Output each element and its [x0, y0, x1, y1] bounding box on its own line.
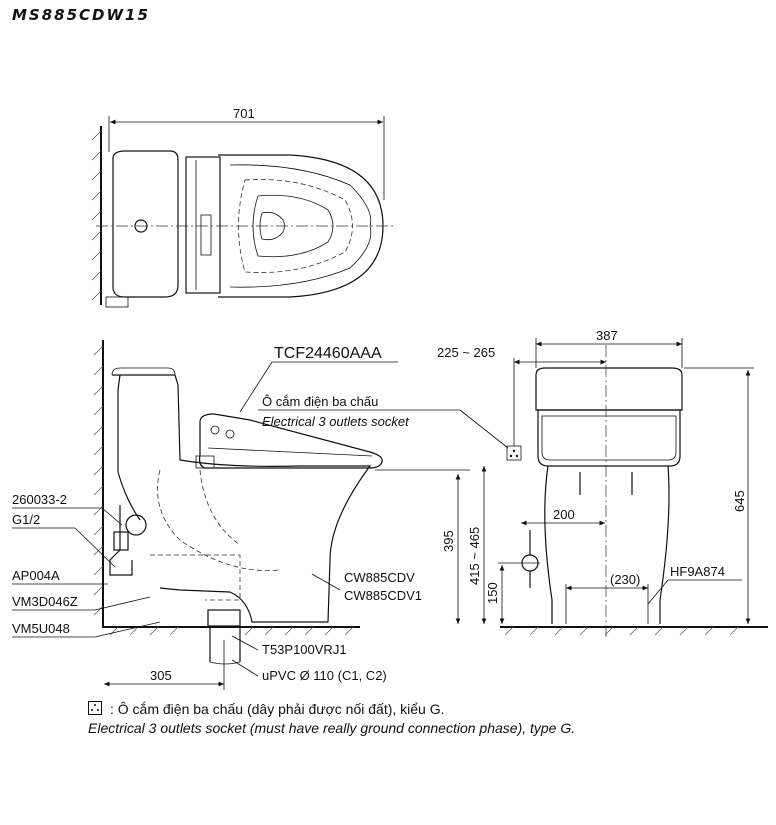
label-vm3d046z: VM3D046Z — [12, 594, 78, 609]
legend-text-en: Electrical 3 outlets socket (must have r… — [88, 720, 576, 736]
dim-395: 395 — [441, 530, 456, 552]
legend: : Ô cắm điện ba chấu (dây phải được nối … — [88, 700, 575, 738]
label-cw885cdv1: CW885CDV1 — [344, 588, 422, 603]
label-flange: T53P100VRJ1 — [262, 642, 347, 657]
label-socket-en: Electrical 3 outlets socket — [262, 414, 410, 429]
top-view: 701 — [91, 106, 395, 308]
front-view: 225 ~ 265 387 645 200 150 (230) HF9A874 — [437, 328, 768, 640]
dim-305: 305 — [150, 668, 172, 683]
label-g1-2: G1/2 — [12, 512, 40, 527]
dim-387: 387 — [596, 328, 618, 343]
label-260033-2: 260033-2 — [12, 492, 67, 507]
dim-200: 200 — [553, 507, 575, 522]
label-cw885cdv: CW885CDV — [344, 570, 415, 585]
label-vm5u048: VM5U048 — [12, 621, 70, 636]
label-seat-model: TCF24460AAA — [274, 345, 382, 362]
side-view: 395 415 ~ 465 305 260033-2 G1/2 AP004A V… — [12, 340, 509, 690]
label-pipe: uPVC Ø 110 (C1, C2) — [262, 668, 387, 683]
dim-701: 701 — [233, 106, 255, 121]
model-title: MS885CDW15 — [12, 6, 150, 24]
dim-645: 645 — [732, 490, 747, 512]
legend-text-vi: : Ô cắm điện ba chấu (dây phải được nối … — [110, 701, 445, 717]
socket-icon — [88, 701, 102, 715]
label-ap004a: AP004A — [12, 568, 60, 583]
label-hf9a874: HF9A874 — [670, 564, 725, 579]
dim-225-265: 225 ~ 265 — [437, 345, 495, 360]
dim-415-465: 415 ~ 465 — [467, 527, 482, 585]
technical-drawing: 701 — [12, 106, 768, 690]
dim-230: (230) — [610, 572, 640, 587]
legend-line-vi: : Ô cắm điện ba chấu (dây phải được nối … — [88, 700, 575, 719]
dim-150: 150 — [485, 582, 500, 604]
label-socket-vi: Ô cắm điện ba chấu — [262, 394, 378, 409]
